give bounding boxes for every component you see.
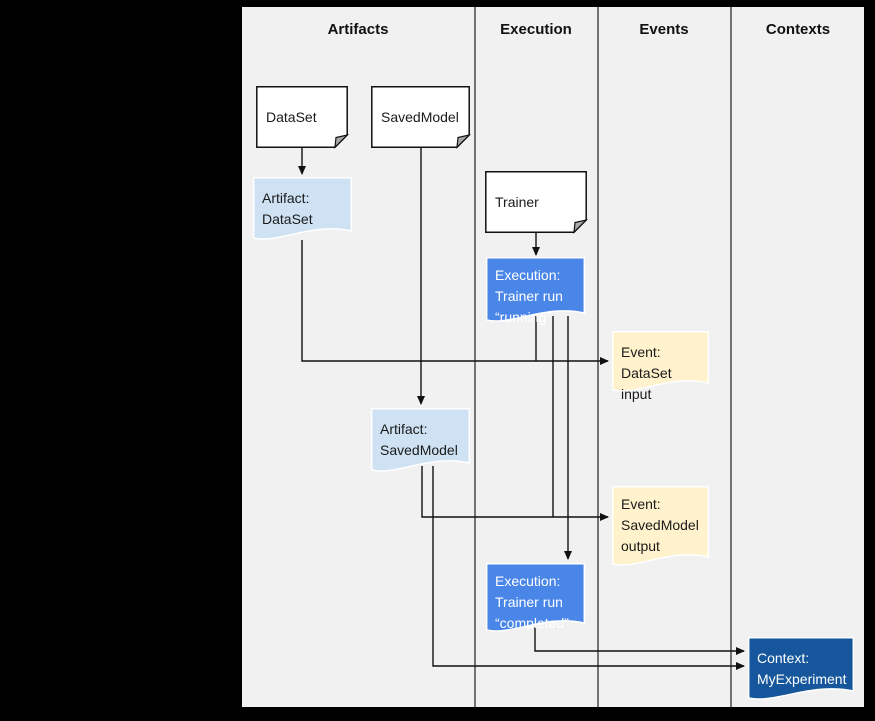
record-execution-completed-label: Execution: Trainer run “completed” — [495, 573, 569, 631]
record-execution-running-label: Execution: Trainer run “running” — [495, 267, 563, 325]
record-artifact-dataset: Artifact: DataSet — [252, 176, 353, 240]
record-event-dataset-input: Event: DataSet input — [611, 330, 710, 402]
node-trainer-label: Trainer — [495, 193, 539, 210]
wave-record-shape — [611, 485, 710, 566]
wave-record-shape — [747, 636, 855, 700]
record-event-dataset-input-label: Event: DataSet input — [621, 344, 672, 402]
diagram-panel: Artifacts Execution Events Contexts Data… — [242, 7, 864, 707]
record-context-myexperiment-label: Context: MyExperiment — [757, 650, 847, 687]
node-savedmodel-label: SavedModel — [381, 108, 459, 125]
record-event-savedmodel-output: Event: SavedModel output — [611, 485, 710, 566]
node-trainer: Trainer — [485, 171, 589, 234]
record-artifact-savedmodel-label: Artifact: SavedModel — [380, 421, 458, 458]
record-context-myexperiment: Context: MyExperiment — [747, 636, 855, 700]
edge-artifact-savedmodel-to-event-output — [421, 466, 609, 521]
folded-corner-document-icon — [371, 86, 472, 149]
connector-layer — [298, 7, 745, 707]
folded-corner-document-icon — [485, 171, 589, 234]
record-event-savedmodel-output-label: Event: SavedModel output — [621, 496, 699, 554]
node-dataset-label: DataSet — [266, 108, 317, 125]
column-header-contexts: Contexts — [765, 21, 831, 38]
node-dataset: DataSet — [256, 86, 350, 149]
wave-record-shape — [485, 562, 586, 632]
record-artifact-savedmodel: Artifact: SavedModel — [370, 407, 471, 472]
wave-record-shape — [485, 256, 586, 322]
column-header-events: Events — [639, 21, 689, 38]
edge-artifact-dataset-to-event-input — [301, 240, 609, 365]
column-header-artifacts: Artifacts — [327, 21, 389, 38]
wave-record-shape — [252, 176, 353, 240]
column-header-execution: Execution — [500, 21, 572, 38]
folded-corner-document-icon — [256, 86, 350, 149]
wave-record-shape — [611, 330, 710, 392]
record-execution-completed: Execution: Trainer run “completed” — [485, 562, 586, 632]
record-artifact-dataset-label: Artifact: DataSet — [262, 190, 313, 227]
node-savedmodel: SavedModel — [371, 86, 472, 149]
wave-record-shape — [370, 407, 471, 472]
record-execution-running: Execution: Trainer run “running” — [485, 256, 586, 325]
edge-artifact-savedmodel-to-context — [432, 466, 745, 670]
edge-execution-completed-to-context — [534, 627, 745, 655]
